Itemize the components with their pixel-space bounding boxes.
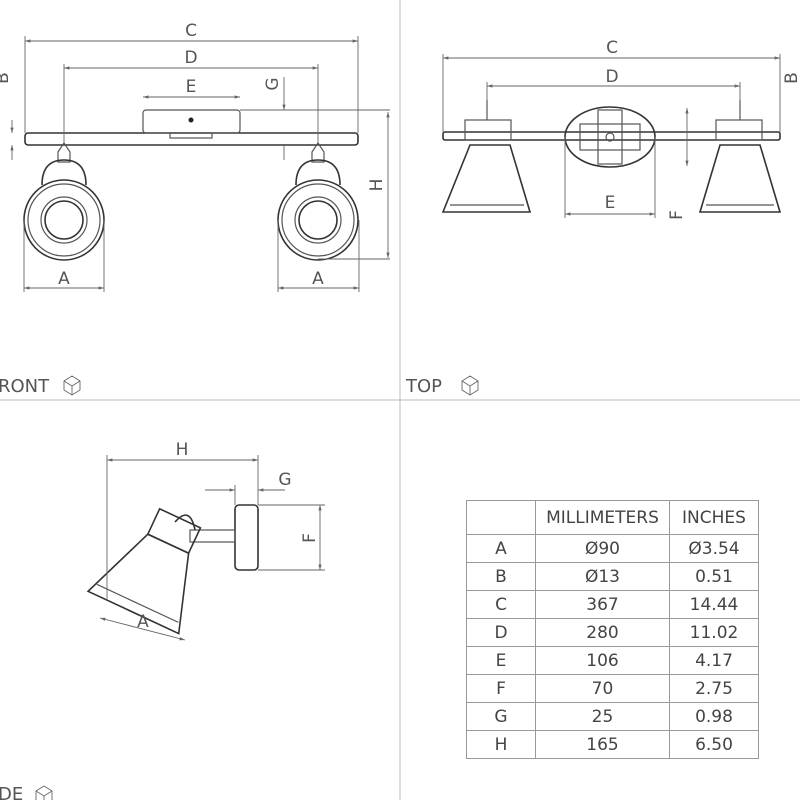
dim-label-a-right: A: [312, 269, 324, 289]
dim-label-d: D: [184, 48, 197, 68]
table-cell: 2.75: [669, 674, 759, 703]
top-shade-right: [698, 100, 782, 213]
table-cell: 4.17: [669, 646, 759, 675]
dim-label-b-top: B: [782, 72, 800, 84]
table-cell: G: [466, 702, 536, 731]
table-cell: 11.02: [669, 618, 759, 647]
side-wall-plate: [234, 504, 259, 571]
top-canopy: [564, 106, 656, 168]
dim-label-g-side: G: [278, 470, 291, 490]
table-header: INCHES: [669, 500, 759, 535]
table-header: [466, 500, 536, 535]
side-view: H G F A DE: [0, 440, 325, 800]
dim-label-h: H: [367, 179, 387, 192]
top-view: C D E F B TOP: [405, 38, 800, 397]
top-bar: [442, 131, 781, 141]
view-label-front: RONT: [0, 376, 50, 397]
table-cell: B: [466, 562, 536, 591]
dim-label-a-side: A: [137, 612, 149, 632]
table-cell: 14.44: [669, 590, 759, 619]
side-shade: [86, 507, 202, 635]
table-cell: 0.98: [669, 702, 759, 731]
dim-label-b: B: [0, 72, 13, 84]
table-cell: H: [466, 730, 536, 759]
view-label-top: TOP: [405, 376, 442, 397]
dim-label-c: C: [185, 21, 197, 41]
table-cell: 106: [535, 646, 670, 675]
table-cell: E: [466, 646, 536, 675]
table-cell: D: [466, 618, 536, 647]
table-cell: 280: [535, 618, 670, 647]
dim-label-h-side: H: [176, 440, 189, 460]
table-cell: Ø13: [535, 562, 670, 591]
dim-label-g: G: [263, 77, 283, 90]
table-cell: A: [466, 534, 536, 563]
table-cell: 70: [535, 674, 670, 703]
cube-icon: [461, 375, 479, 396]
front-view: C D E G H B A A RONT: [0, 21, 390, 397]
dim-label-a-left: A: [58, 269, 70, 289]
table-cell: 367: [535, 590, 670, 619]
table-cell: Ø90: [535, 534, 670, 563]
front-bar: [24, 132, 359, 146]
table-cell: 165: [535, 730, 670, 759]
dim-label-d-top: D: [605, 67, 618, 87]
front-spot-right: [277, 141, 359, 261]
dim-label-e: E: [186, 77, 197, 97]
table-cell: C: [466, 590, 536, 619]
view-label-side: DE: [0, 784, 23, 800]
table-cell: 0.51: [669, 562, 759, 591]
front-spot-left: [23, 141, 105, 261]
cube-icon: [63, 375, 81, 396]
table-cell: Ø3.54: [669, 534, 759, 563]
table-cell: F: [466, 674, 536, 703]
dim-label-c-top: C: [606, 38, 618, 58]
dim-label-e-top: E: [605, 193, 616, 213]
cube-icon: [35, 785, 53, 800]
table-header: MILLIMETERS: [535, 500, 670, 535]
side-arm: [189, 529, 236, 543]
dim-label-f-side: F: [300, 533, 320, 543]
top-shade-left: [441, 100, 532, 213]
table-cell: 25: [535, 702, 670, 731]
dim-label-f-top: F: [667, 210, 687, 220]
table-header-row: MILLIMETERS INCHES: [466, 500, 759, 535]
table-cell: 6.50: [669, 730, 759, 759]
